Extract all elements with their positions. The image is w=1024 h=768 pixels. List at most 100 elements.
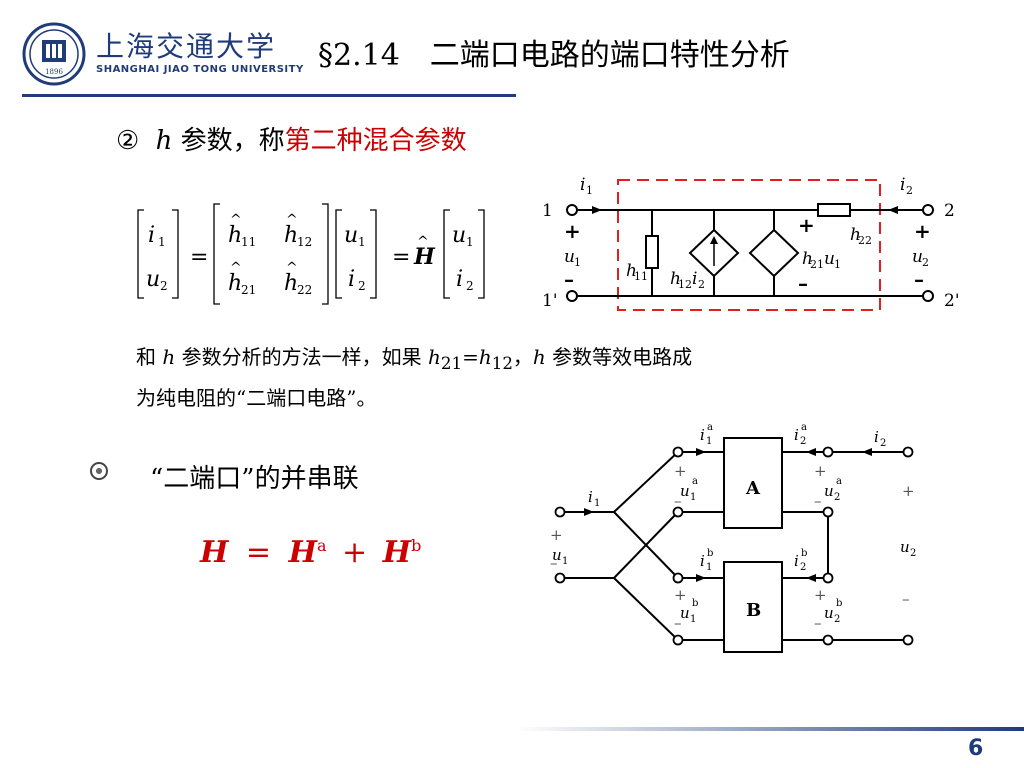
desc-comma: ， <box>512 345 533 369</box>
c2-i1-sub: 1 <box>594 498 600 509</box>
resistor-h22 <box>817 203 851 217</box>
c2-u2a-sub: 2 <box>834 492 840 503</box>
rhs-u-sub: 1 <box>358 235 366 249</box>
formula-Hb: H <box>382 535 412 570</box>
c2-u1b-sub: 1 <box>690 614 696 625</box>
c1-h21: h <box>802 249 813 269</box>
c2-u2b-sup: b <box>836 598 842 609</box>
formula-sup-a: a <box>316 536 327 555</box>
c1-h12: h <box>670 269 681 289</box>
desc-h3: h <box>532 345 546 369</box>
c1-i1-sub: 1 <box>586 184 593 197</box>
hat-h11: ^ <box>230 212 242 228</box>
c2-u2b-sub: 2 <box>834 614 840 625</box>
c2-u1-sub: 1 <box>562 556 568 567</box>
c2-plus-u2a: + <box>814 462 827 480</box>
node-2: 2 <box>944 201 955 221</box>
c1-plus-2: + <box>914 219 931 243</box>
box-b <box>723 561 783 653</box>
c2-minus-in: – <box>550 554 558 572</box>
lhs-i-sub: 1 <box>158 235 166 249</box>
c1-h21-sub: 21 <box>810 258 824 271</box>
vec-u-sub: 1 <box>466 235 474 249</box>
formula-sup-b: b <box>411 536 422 555</box>
description-paragraph: 和 h 参数分析的方法一样，如果 h21=h12，h 参数等效电路成 为纯电阻的… <box>136 340 916 415</box>
c1-minus-1: – <box>564 267 574 291</box>
c1-h11: h <box>626 261 637 281</box>
desc-h12: h <box>478 345 492 369</box>
c1-h12-i: i <box>692 269 697 289</box>
hat-h22: ^ <box>286 260 298 276</box>
c2-i1a-sub: 1 <box>706 436 712 447</box>
h12: h <box>284 223 298 248</box>
h-hat-equivalent-circuit: 1 1' 2 2' i 1 i 2 + u 1 – + u 2 – + – h … <box>542 175 960 311</box>
vec-i-sub: 2 <box>466 279 474 293</box>
two-port-boundary <box>617 179 881 311</box>
c2-i2: i <box>874 428 879 446</box>
c1-u1-sub: 1 <box>574 256 581 269</box>
node-2p: 2' <box>944 291 960 311</box>
c2-i1a: i <box>700 426 705 444</box>
c1-i1: i <box>580 175 585 195</box>
c2-i2-sub: 2 <box>880 438 886 449</box>
h11-sub: 11 <box>241 235 256 249</box>
hat-h12: ^ <box>286 212 298 228</box>
formula-Ha: H <box>288 535 317 570</box>
section-symbol: h <box>155 126 173 156</box>
c1-h11-sub: 11 <box>634 270 648 283</box>
h21: h <box>228 271 242 296</box>
section-heading: ② h 参数，称第二种混合参数 <box>116 120 467 157</box>
eq-2: = <box>392 245 410 270</box>
h22: h <box>284 271 298 296</box>
c2-i2b: i <box>794 552 799 570</box>
c2-i2b-sup: b <box>801 548 807 559</box>
desc-h12-sub: 12 <box>491 354 513 373</box>
c2-u2b: u <box>824 604 834 622</box>
c2-plus-u2b: + <box>814 586 827 604</box>
c2-u2-sub: 2 <box>910 548 916 559</box>
c2-u2: u <box>900 538 910 556</box>
lhs-u: u <box>146 267 160 292</box>
lhs-u-sub: 2 <box>160 279 168 293</box>
c2-u1a-sub: 1 <box>690 492 696 503</box>
desc-eqsign: = <box>462 345 479 369</box>
matrix-H: H <box>413 244 436 270</box>
rhs-i-sub: 2 <box>358 279 366 293</box>
desc-line2: 为纯电阻的“二端口电路”。 <box>136 386 377 410</box>
formula-eq: = <box>245 535 272 570</box>
desc-h21: h <box>427 345 441 369</box>
bullet-icon <box>90 462 108 480</box>
c2-plus-out: + <box>902 482 915 500</box>
header-divider <box>22 94 516 97</box>
h22-sub: 22 <box>297 283 312 297</box>
c1-u2-sub: 2 <box>922 256 929 269</box>
node-1p: 1' <box>542 291 558 311</box>
rhs-u: u <box>344 223 358 248</box>
c1-vs-minus: – <box>798 271 808 295</box>
page-number: 6 <box>968 736 984 761</box>
desc-p2: 参数分析的方法一样，如果 <box>175 345 428 369</box>
c2-i1a-sup: a <box>707 422 713 433</box>
desc-h21-sub: 21 <box>440 354 463 373</box>
footer-divider <box>516 727 1024 731</box>
resistor-h11 <box>645 235 659 269</box>
formula-plus: + <box>342 535 368 570</box>
c1-vs-plus: + <box>798 213 815 237</box>
c2-u1a-sup: a <box>692 476 698 487</box>
h12-sub: 12 <box>297 235 312 249</box>
c2-minus-u1b: – <box>674 614 682 632</box>
c2-u1: u <box>552 546 562 564</box>
page-title: §2.14 二端口电路的端口特性分析 <box>318 38 790 73</box>
c2-u1a: u <box>680 482 690 500</box>
hat-H: ^ <box>417 234 429 250</box>
c1-plus-1: + <box>564 219 581 243</box>
node-1: 1 <box>542 201 553 221</box>
c2-i2b-sub: 2 <box>800 562 806 573</box>
c2-u2a-sup: a <box>836 476 842 487</box>
section-prefix: 参数，称 <box>180 126 285 156</box>
lhs-i: i <box>148 223 155 248</box>
c2-minus-u2a: – <box>814 492 822 510</box>
bullet-heading: “二端口”的并串联 <box>150 464 359 494</box>
c2-plus-in: + <box>550 526 563 544</box>
logo-seal-year: 1896 <box>45 68 63 76</box>
